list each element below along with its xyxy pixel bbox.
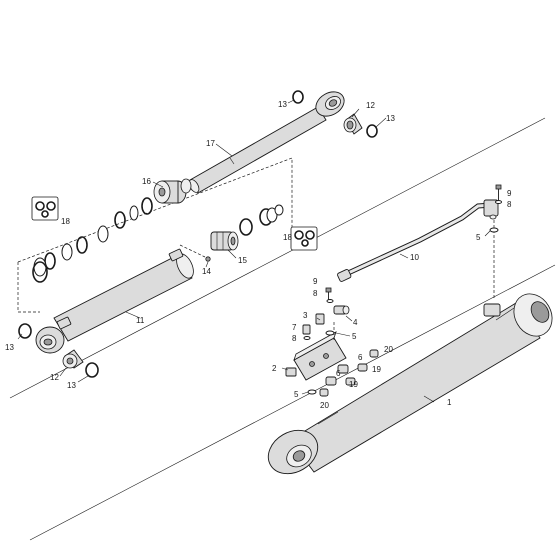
ring-13-lower-left[interactable] <box>18 323 32 339</box>
fitting-6a[interactable] <box>337 364 349 374</box>
leader-lines <box>17 99 491 403</box>
callout-15: 15 <box>238 256 247 265</box>
callout-18: 18 <box>283 233 292 242</box>
fitting-3[interactable] <box>315 313 325 325</box>
section-divider-lines <box>9 117 556 541</box>
fitting-7[interactable] <box>302 324 311 335</box>
callout-20: 20 <box>384 345 393 354</box>
callout-13: 13 <box>278 100 287 109</box>
callout-7: 7 <box>292 323 297 332</box>
assembly-dashed-outline <box>17 157 293 313</box>
callout-6: 6 <box>358 353 363 362</box>
bushing-12-lower[interactable] <box>62 349 84 369</box>
callout-11: 11 <box>136 316 145 325</box>
callout-1: 1 <box>447 398 452 407</box>
plug-19a[interactable] <box>357 363 368 372</box>
gland-seal-set[interactable] <box>239 204 284 236</box>
callout-labels: 13 12 13 17 16 18 18 15 14 11 13 12 13 9… <box>5 100 512 410</box>
o-ring-5-lower[interactable] <box>307 389 317 395</box>
ring-13-lower-right[interactable] <box>85 362 99 378</box>
bushing-12-upper[interactable] <box>343 113 363 135</box>
o-ring-5-upper[interactable] <box>489 227 499 233</box>
cylinder-1[interactable] <box>260 287 559 482</box>
plug-20a[interactable] <box>369 349 379 358</box>
callout-13: 13 <box>386 114 395 123</box>
fitting-6b[interactable] <box>325 376 337 386</box>
piston-16[interactable] <box>153 178 192 204</box>
callout-16: 16 <box>142 177 151 186</box>
callout-5: 5 <box>294 390 299 399</box>
callout-20: 20 <box>320 401 329 410</box>
grease-nipple-14[interactable] <box>205 256 211 262</box>
callout-8: 8 <box>292 334 297 343</box>
callout-8: 8 <box>313 289 318 298</box>
callout-5: 5 <box>352 332 357 341</box>
piston-seal-set[interactable] <box>32 197 153 283</box>
fitting-4[interactable] <box>333 305 350 315</box>
callout-9: 9 <box>313 277 318 286</box>
callout-12: 12 <box>50 373 59 382</box>
callout-10: 10 <box>410 253 419 262</box>
callout-8: 8 <box>507 200 512 209</box>
callout-19: 19 <box>372 365 381 374</box>
bolt-9-lower[interactable] <box>325 287 332 300</box>
callout-17: 17 <box>206 139 215 148</box>
ring-13-upper-right[interactable] <box>366 124 378 138</box>
plug-19b[interactable] <box>345 377 356 386</box>
callout-2: 2 <box>272 364 277 373</box>
gland-15[interactable] <box>210 231 239 251</box>
callout-13: 13 <box>67 381 76 390</box>
callout-5: 5 <box>476 233 481 242</box>
callout-4: 4 <box>353 318 358 327</box>
piston-rod-17[interactable] <box>187 87 348 194</box>
bolt-9-upper[interactable] <box>495 184 502 200</box>
cylinder-barrel-11[interactable] <box>35 248 197 354</box>
valve-block-2[interactable] <box>285 331 347 381</box>
callout-6: 6 <box>336 369 341 378</box>
callout-13: 13 <box>5 343 14 352</box>
callout-12: 12 <box>366 101 375 110</box>
ring-13-upper-left[interactable] <box>292 90 304 104</box>
hydraulic-pipe-10[interactable] <box>337 199 499 282</box>
washer-8-lower[interactable] <box>303 336 311 340</box>
washer-8-upper[interactable] <box>495 200 502 204</box>
callout-18: 18 <box>61 217 70 226</box>
callout-9: 9 <box>507 189 512 198</box>
callout-14: 14 <box>202 267 211 276</box>
seal-kit-icon <box>290 226 318 251</box>
callout-3: 3 <box>303 311 308 320</box>
o-ring-5-mid[interactable] <box>325 330 335 336</box>
seal-kit-icon <box>31 196 59 221</box>
callout-19: 19 <box>349 380 358 389</box>
washer-8-mid[interactable] <box>326 299 334 303</box>
plug-20b[interactable] <box>319 388 329 397</box>
